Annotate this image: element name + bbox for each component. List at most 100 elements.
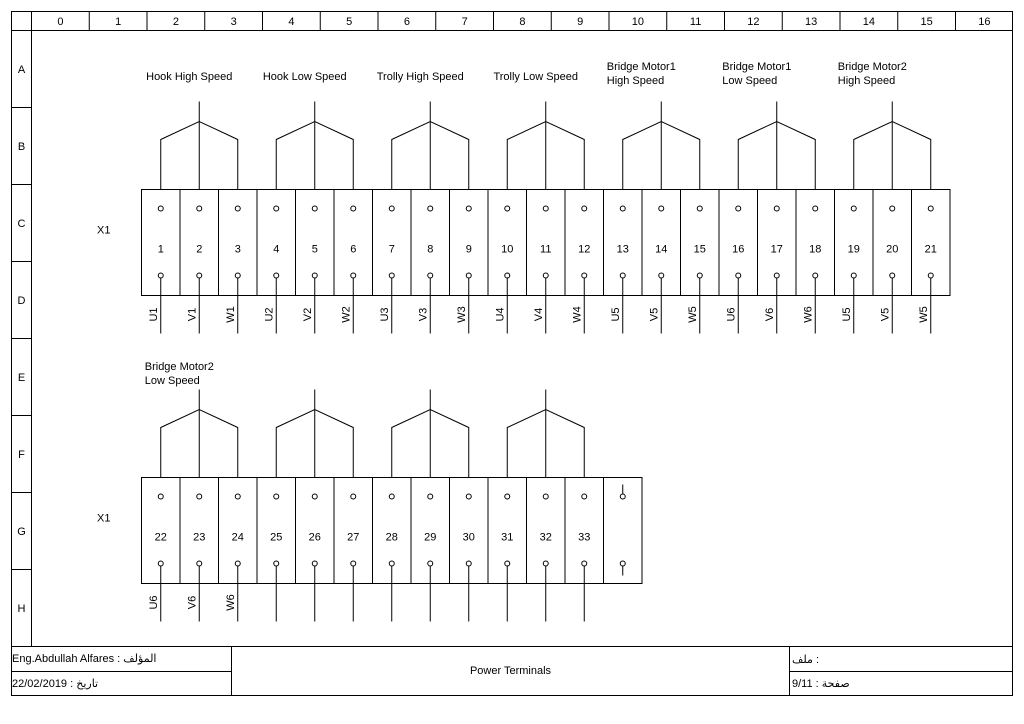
terminal-number: 19 [848, 244, 860, 256]
wire-label: W6 [225, 594, 237, 611]
terminal-connector [273, 272, 280, 279]
terminal-connector [196, 560, 203, 567]
terminal-connector [465, 493, 472, 500]
page-field: 9/11 : صفحة [792, 678, 850, 690]
drawing-title: Power Terminals [469, 665, 552, 677]
row-label: D [18, 295, 26, 307]
column-label: 4 [288, 16, 294, 28]
column-label: 1 [115, 16, 121, 28]
terminal-connector [889, 205, 896, 212]
wire-label: V2 [302, 308, 314, 321]
terminal-connector [773, 205, 780, 212]
terminal-connector [350, 272, 357, 279]
terminal-number: 8 [427, 244, 433, 256]
terminal-connector [619, 272, 626, 279]
row-label: A [18, 64, 26, 76]
column-label: 10 [632, 16, 644, 28]
terminal-connector [234, 205, 241, 212]
column-label: 14 [863, 16, 875, 28]
terminal-number: 5 [312, 244, 318, 256]
wire-label: U1 [148, 307, 160, 321]
terminal-connector [889, 272, 896, 279]
wire-label: W1 [225, 306, 237, 323]
wire-label: U3 [379, 307, 391, 321]
terminal-connector [850, 205, 857, 212]
terminal-connector [927, 272, 934, 279]
spare-connector [619, 560, 626, 567]
spare-connector [619, 493, 626, 500]
terminal-number: 10 [501, 244, 513, 256]
author-field: Eng.Abdullah Alfares : المؤلف [12, 653, 157, 665]
terminal-connector [735, 272, 742, 279]
terminal-number: 12 [578, 244, 590, 256]
terminal-connector [196, 272, 203, 279]
terminal-number: 9 [466, 244, 472, 256]
terminal-connector [658, 205, 665, 212]
terminal-connector [388, 493, 395, 500]
terminal-connector [581, 560, 588, 567]
column-label: 5 [346, 16, 352, 28]
terminal-number: 30 [463, 532, 475, 544]
column-label: 6 [404, 16, 410, 28]
motor-group-label: Low Speed [722, 75, 777, 87]
terminal-number: 15 [694, 244, 706, 256]
wire-label: W6 [802, 306, 814, 323]
terminal-number: 13 [617, 244, 629, 256]
terminal-number: 11 [540, 244, 551, 256]
terminal-connector [311, 560, 318, 567]
terminal-number: 1 [158, 244, 164, 256]
column-label: 3 [231, 16, 237, 28]
wire-label: V6 [764, 308, 776, 321]
wire-label: W4 [571, 306, 583, 323]
terminal-connector [350, 493, 357, 500]
file-field: ملف : [792, 654, 820, 666]
terminal-connector [234, 272, 241, 279]
terminal-connector [696, 272, 703, 279]
terminal-connector [465, 272, 472, 279]
column-label: 13 [805, 16, 817, 28]
terminal-number: 27 [347, 532, 359, 544]
motor-group-label: Low Speed [145, 375, 200, 387]
terminal-connector [812, 205, 819, 212]
terminal-connector [504, 205, 511, 212]
terminal-number: 22 [155, 532, 167, 544]
terminal-connector [311, 205, 318, 212]
row-label: B [18, 141, 25, 153]
terminal-connector [427, 493, 434, 500]
terminal-connector [234, 560, 241, 567]
terminal-number: 24 [232, 532, 244, 544]
terminal-number: 7 [389, 244, 395, 256]
motor-group-label: Bridge Motor1 [722, 61, 791, 73]
wire-label: U2 [263, 307, 275, 321]
motor-group-label: Hook Low Speed [263, 71, 347, 83]
terminal-connector [196, 493, 203, 500]
column-label: 9 [577, 16, 583, 28]
terminal-number: 2 [196, 244, 202, 256]
terminal-number: 16 [732, 244, 744, 256]
terminal-strips: X11U12V13W14U25V26W27U38V39W310U411V412W… [97, 61, 951, 622]
terminal-strip: X11U12V13W14U25V26W27U38V39W310U411V412W… [97, 61, 951, 334]
terminal-number: 25 [270, 532, 282, 544]
wire-label: V5 [879, 308, 891, 321]
terminal-connector [581, 205, 588, 212]
terminal-connector [388, 205, 395, 212]
motor-group-label: Bridge Motor1 [607, 61, 676, 73]
terminal-number: 26 [309, 532, 321, 544]
terminal-number: 28 [386, 532, 398, 544]
date-field: 22/02/2019 : تاريخ [12, 678, 99, 690]
terminal-connector [504, 272, 511, 279]
terminal-connector [311, 272, 318, 279]
row-label: C [18, 218, 26, 230]
wire-label: V6 [186, 596, 198, 609]
wire-label: V3 [417, 308, 429, 321]
terminal-number: 4 [273, 244, 279, 256]
strip-label: X1 [97, 513, 110, 525]
title-block-frame [11, 646, 1013, 696]
column-label: 8 [519, 16, 525, 28]
terminal-connector [427, 205, 434, 212]
terminal-connector [773, 272, 780, 279]
terminal-connector [542, 272, 549, 279]
